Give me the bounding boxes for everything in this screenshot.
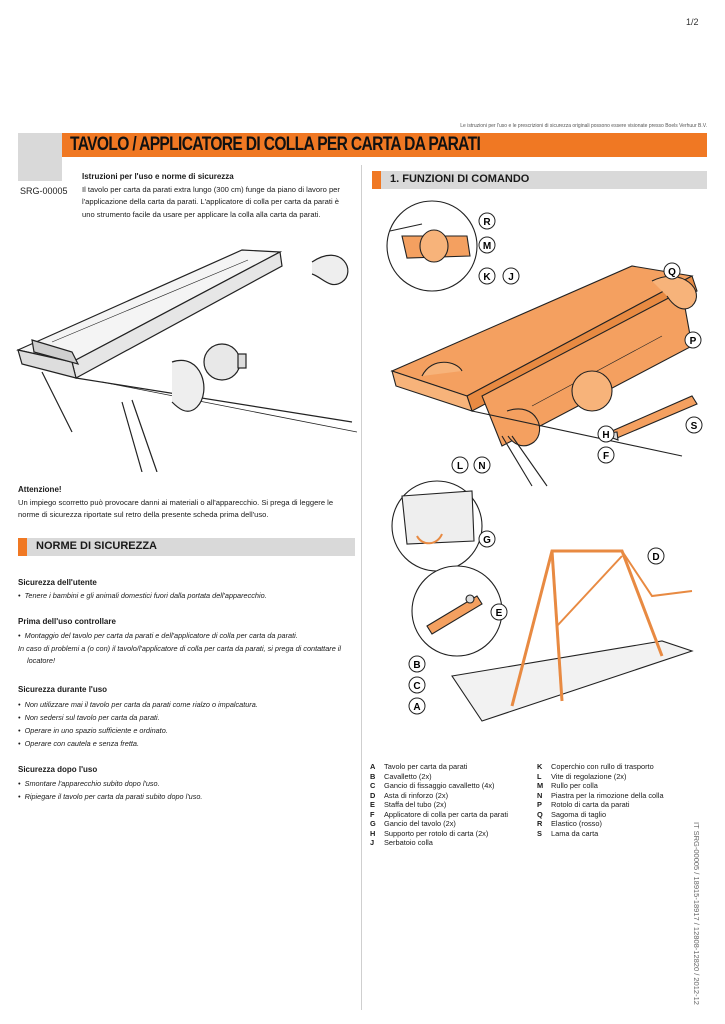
safety-before-heading: Prima dell'uso controllare	[18, 617, 116, 626]
safety-during-list: • Non utilizzare mai il tavolo per carta…	[18, 698, 353, 750]
safety-before-note: In caso di problemi a (o con) il tavolo/…	[18, 644, 342, 665]
callout-n: N	[473, 456, 491, 474]
callout-k: K	[478, 267, 496, 285]
svg-text:A: A	[413, 702, 420, 713]
section-safety-header: NORME DI SICUREZZA	[18, 538, 355, 556]
callout-h: H	[597, 425, 615, 443]
top-note: Le istruzioni per l'uso e le prescrizion…	[460, 123, 707, 129]
callout-b: B	[408, 655, 426, 673]
svg-text:E: E	[496, 608, 503, 619]
svg-text:N: N	[478, 461, 485, 472]
product-code: SRG-00005	[20, 186, 68, 196]
svg-text:M: M	[483, 241, 491, 252]
callout-a: A	[408, 697, 426, 715]
safety-before-list: • Montaggio del tavolo per carta da para…	[18, 629, 353, 642]
safety-user-heading: Sicurezza dell'utente	[18, 578, 97, 587]
svg-text:H: H	[602, 430, 609, 441]
section-marker	[372, 171, 381, 189]
list-item: • Tenere i bambini e gli animali domesti…	[18, 591, 267, 600]
section-safety-title: NORME DI SICUREZZA	[36, 540, 157, 552]
page-number: 1/2	[686, 17, 699, 27]
svg-text:Q: Q	[668, 267, 676, 278]
page-title: TAVOLO / APPLICATORE DI COLLA PER CARTA …	[70, 134, 481, 155]
attention-heading: Attenzione!	[18, 485, 62, 494]
svg-text:D: D	[652, 552, 659, 563]
list-item: • Montaggio del tavolo per carta da para…	[18, 631, 298, 640]
attention-text: Un impiego scorretto può provocare danni…	[18, 498, 334, 520]
callout-g: G	[478, 530, 496, 548]
callout-r: R	[478, 212, 496, 230]
svg-text:S: S	[691, 421, 698, 432]
callout-j: J	[502, 267, 520, 285]
list-item: • Non sedersi sul tavolo per carta da pa…	[18, 713, 160, 722]
svg-text:P: P	[690, 336, 697, 347]
safety-during-heading: Sicurezza durante l'uso	[18, 685, 108, 694]
callout-s: S	[685, 416, 703, 434]
column-divider	[361, 165, 362, 1010]
svg-text:G: G	[483, 535, 491, 546]
intro-text: Il tavolo per carta da parati extra lung…	[82, 185, 340, 219]
svg-text:L: L	[457, 461, 463, 472]
title-gray-block	[18, 133, 62, 181]
list-item: • Non utilizzare mai il tavolo per carta…	[18, 700, 258, 709]
intro-heading: Istruzioni per l'uso e norme di sicurezz…	[82, 172, 234, 181]
list-item: • Ripiegare il tavolo per carta da parat…	[18, 792, 203, 801]
callout-d: D	[647, 547, 665, 565]
safety-after-heading: Sicurezza dopo l'uso	[18, 765, 98, 774]
svg-text:K: K	[483, 272, 491, 283]
section-controls-title: 1. FUNZIONI DI COMANDO	[390, 173, 530, 185]
svg-text:J: J	[508, 272, 514, 283]
svg-text:C: C	[413, 681, 420, 692]
list-item: • Operare con cautela e senza fretta.	[18, 739, 139, 748]
callout-p: P	[684, 331, 702, 349]
callout-q: Q	[663, 262, 681, 280]
callout-l: L	[451, 456, 469, 474]
callout-e: E	[490, 603, 508, 621]
list-item: • Operare in uno spazio sufficiente e or…	[18, 726, 168, 735]
safety-after-list: • Smontare l'apparecchio subito dopo l'u…	[18, 777, 353, 803]
list-item: • Smontare l'apparecchio subito dopo l'u…	[18, 779, 160, 788]
callout-f: F	[597, 446, 615, 464]
section-marker	[18, 538, 27, 556]
callout-c: C	[408, 676, 426, 694]
table-illustration	[16, 249, 357, 472]
section-controls-header: 1. FUNZIONI DI COMANDO	[372, 171, 707, 189]
svg-text:R: R	[483, 217, 491, 228]
svg-text:F: F	[603, 451, 609, 462]
callout-m: M	[478, 236, 496, 254]
title-bar	[62, 133, 707, 157]
safety-user-list: • Tenere i bambini e gli animali domesti…	[18, 589, 353, 602]
svg-text:B: B	[413, 660, 420, 671]
footer-code: IT SRG-00005 / 18915-18917 / 12808-12820…	[692, 822, 701, 1005]
